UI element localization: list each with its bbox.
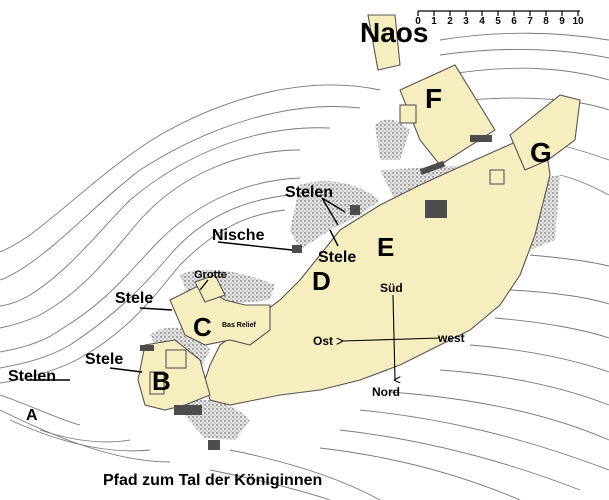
- contour-lines: [0, 32, 609, 500]
- scale-tick-1: 1: [431, 16, 437, 27]
- label-stelen-top: Stelen: [285, 184, 333, 201]
- label-sued: Süd: [380, 281, 403, 295]
- label-A: A: [26, 407, 38, 424]
- wall-segments: [140, 135, 492, 450]
- label-bas-relief: Bas Relief: [222, 322, 257, 329]
- label-path: Pfad zum Tal der Königinnen: [103, 472, 322, 489]
- label-E: E: [377, 232, 394, 262]
- label-naos: Naos: [360, 17, 428, 48]
- temple-floor: [137, 14, 581, 411]
- scale-tick-9: 9: [559, 16, 565, 27]
- label-stele-c: Stele: [115, 290, 153, 307]
- scale-tick-6: 6: [511, 16, 517, 27]
- scale-bar: 0 1 2 3 4 5 6 7 8 9 10: [415, 10, 584, 27]
- label-ost: Ost: [313, 334, 333, 348]
- scale-tick-7: 7: [527, 16, 533, 27]
- scale-tick-3: 3: [463, 16, 469, 27]
- label-D: D: [312, 266, 331, 296]
- label-G: G: [530, 137, 552, 168]
- inner-features: [149, 104, 505, 395]
- label-nord: Nord: [372, 385, 400, 399]
- label-nische: Nische: [212, 227, 265, 244]
- label-stelen-a: Stelen: [8, 368, 56, 385]
- label-stele-b: Stele: [85, 351, 123, 368]
- scale-tick-2: 2: [447, 16, 453, 27]
- pointer-lines: [30, 197, 346, 381]
- scale-tick-4: 4: [479, 16, 485, 27]
- scale-tick-0: 0: [415, 16, 421, 27]
- label-F: F: [425, 83, 442, 114]
- label-C: C: [193, 312, 212, 342]
- label-B: B: [152, 366, 171, 396]
- label-west: west: [437, 331, 465, 345]
- scale-tick-8: 8: [543, 16, 549, 27]
- compass: [342, 294, 441, 380]
- scale-tick-10: 10: [572, 16, 584, 27]
- label-grotte: Grotte: [194, 269, 227, 281]
- scale-tick-5: 5: [495, 16, 501, 27]
- label-stele-e: Stele: [318, 249, 356, 266]
